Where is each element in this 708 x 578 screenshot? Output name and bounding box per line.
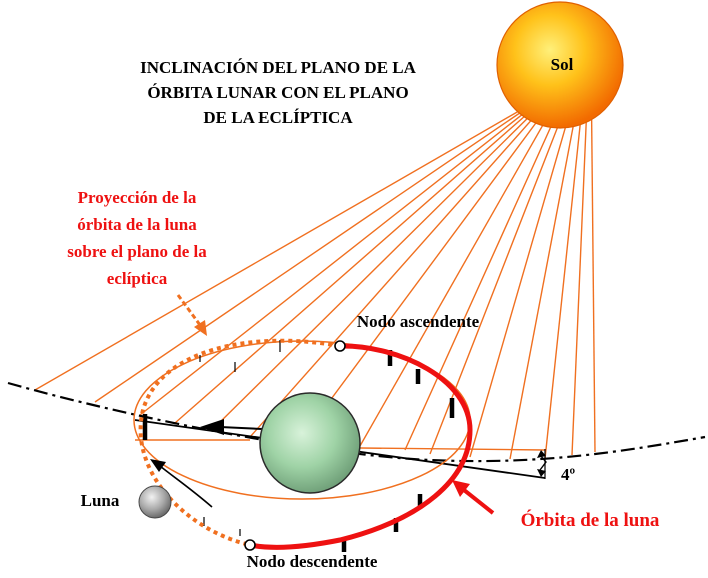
sun-ray — [359, 94, 561, 447]
projection-label-line-4: eclíptica — [107, 269, 168, 288]
projection-label: Proyección de la órbita de la luna sobre… — [67, 188, 207, 288]
sun-ray — [139, 101, 538, 416]
ascending-node-marker — [334, 340, 346, 352]
sun-ray — [429, 97, 570, 455]
sun-ray — [571, 103, 588, 456]
angle-indicator — [537, 449, 547, 479]
orbit-label: Órbita de la luna — [521, 509, 660, 531]
sun-ray — [469, 99, 575, 458]
moon-motion-arrow — [150, 459, 213, 508]
projection-pointer-arrow — [176, 294, 207, 336]
descending-node-marker — [244, 539, 256, 551]
moon-orbit-red — [249, 343, 473, 550]
sun-rays — [34, 94, 596, 460]
angle-label: 4º — [561, 465, 576, 484]
orbit-markers — [142, 350, 455, 552]
sun-ray — [212, 99, 547, 430]
moon-label: Luna — [81, 491, 120, 510]
title-line-1: INCLINACIÓN DEL PLANO DE LA — [140, 58, 417, 77]
title-line-2: ÓRBITA LUNAR CON EL PLANO — [147, 83, 408, 102]
projection-line — [359, 447, 546, 451]
sun-ray — [249, 97, 552, 438]
sun-ray — [404, 96, 566, 451]
earth — [259, 392, 361, 494]
sun-ray — [509, 100, 579, 460]
diagram-title: INCLINACIÓN DEL PLANO DE LA ÓRBITA LUNAR… — [140, 58, 417, 127]
sun-ray — [544, 102, 584, 460]
descending-node-label: Nodo descendente — [247, 552, 378, 571]
direction-arrow-left — [200, 419, 263, 435]
sun-label: Sol — [551, 55, 574, 74]
sun — [496, 1, 624, 129]
projection-label-line-2: órbita de la luna — [77, 215, 197, 234]
title-line-3: DE LA ECLÍPTICA — [203, 108, 353, 127]
orbit-pointer-arrow — [452, 480, 495, 515]
sun-ray — [299, 96, 557, 442]
projection-label-line-3: sobre el plano de la — [67, 242, 207, 261]
sun-ray — [174, 100, 543, 424]
sun-ray — [34, 104, 529, 391]
projection-label-line-1: Proyección de la — [78, 188, 197, 207]
moon-orbit-projection-dotted — [138, 338, 341, 547]
moon — [138, 485, 172, 519]
ascending-node-label: Nodo ascendente — [357, 312, 480, 331]
sun-ray — [94, 103, 534, 403]
sun-ray — [590, 105, 596, 453]
